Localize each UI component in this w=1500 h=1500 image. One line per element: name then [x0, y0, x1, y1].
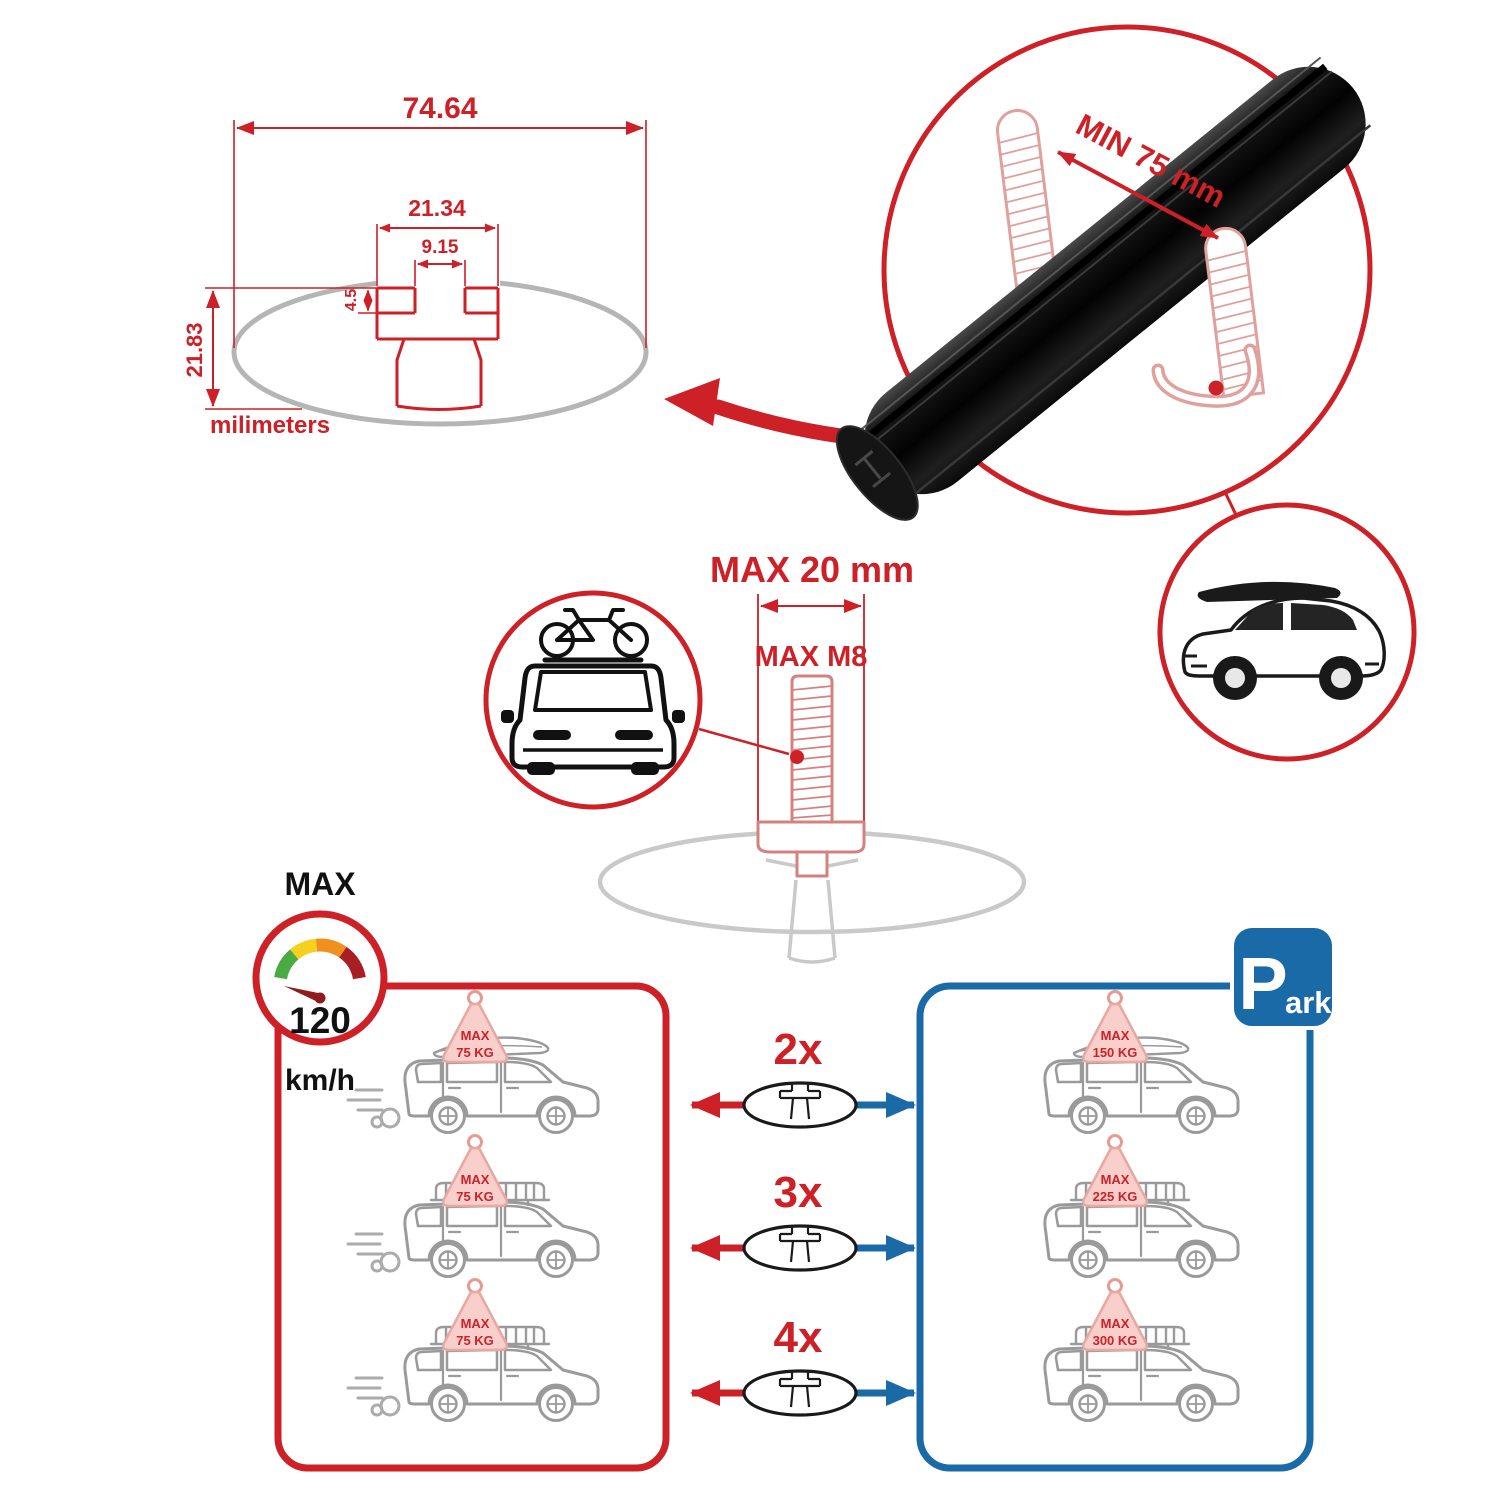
highway-cars: MAX 75 KG MAX 75 KG MAX 75 KG	[346, 990, 600, 1422]
overall-width-value: 74.64	[402, 92, 477, 125]
clamp-rod-left	[996, 109, 1060, 306]
suv-front-details	[1185, 654, 1379, 668]
load-tag: MAX 225 KG	[1081, 1134, 1149, 1208]
bar-oval-outline	[231, 277, 649, 427]
clamp-anchor-dot	[1208, 380, 1224, 396]
bike	[539, 608, 649, 658]
suv-hub-rear	[1331, 668, 1351, 688]
gauge-value: 120	[289, 1000, 351, 1041]
suv-windows	[1235, 603, 1357, 630]
slot-width-dimension: 9.15	[417, 237, 463, 269]
load-tag: MAX 150 KG	[1081, 990, 1149, 1064]
width-dimension: 74.64	[236, 92, 644, 135]
profile-slot-ghost	[765, 858, 859, 964]
tag-weight-label: 75 KG	[456, 1189, 494, 1204]
frontcar-wheel-left	[527, 762, 555, 775]
clamp-strap-inner	[1155, 347, 1257, 405]
multiplier-label: 2x	[774, 1025, 823, 1074]
multiplier-label: 3x	[774, 1168, 823, 1217]
extension-lines	[205, 120, 647, 410]
tag-weight-label: 150 KG	[1093, 1045, 1138, 1060]
crossbar-section-icon	[742, 1224, 858, 1272]
gauge-circle	[252, 910, 388, 1046]
tbolt-diagram: MAX 20 mm MAX M8	[597, 549, 1027, 964]
tag-weight-label: 75 KG	[456, 1045, 494, 1060]
crossbar-section-icon	[742, 1369, 858, 1417]
tag-max-label: MAX	[1101, 1172, 1130, 1187]
park-sign-plate	[1230, 924, 1336, 1030]
lip-depth-dimension: 4.5	[343, 289, 373, 312]
speed-gauge: MAX 120 km/h	[252, 866, 388, 1097]
t-slot-profile	[375, 286, 500, 411]
load-tag: MAX 75 KG	[441, 1278, 509, 1352]
mirror-right	[672, 710, 685, 723]
car-front-with-bike	[501, 608, 685, 775]
tbolt-shaft	[790, 674, 834, 824]
tag-max-label: MAX	[461, 1028, 490, 1043]
bike-car-circle	[483, 590, 703, 810]
bolt-leader-line	[698, 727, 790, 756]
suv-hub-front	[1225, 668, 1245, 688]
load-tag: MAX 75 KG	[441, 990, 509, 1064]
gauge-arcs	[274, 938, 366, 980]
circle-connector-line	[1223, 491, 1239, 518]
kit-row-2: 3x	[690, 1168, 916, 1272]
tag-max-label: MAX	[461, 1316, 490, 1331]
tag-max-label: MAX	[461, 1172, 490, 1187]
units-label: milimeters	[210, 412, 330, 439]
bolt-extension-lines	[757, 594, 865, 838]
tag-weight-label: 225 KG	[1093, 1189, 1138, 1204]
mirror-left	[501, 710, 514, 723]
parked-cars: MAX 150 KG MAX 225 KG MAX 300 KG	[1043, 990, 1240, 1422]
tag-max-label: MAX	[1101, 1316, 1130, 1331]
min-span-arrow	[1057, 150, 1219, 240]
overall-height-value: 21.83	[182, 322, 207, 377]
bike-wheel-right	[613, 622, 649, 658]
roofbox-car-circle	[1157, 502, 1417, 762]
bolt-anchor-dot	[790, 750, 804, 764]
gauge-needle-hub	[314, 992, 326, 1004]
channel-width-dimension: 21.34	[379, 195, 496, 233]
bike-frame	[555, 608, 633, 642]
tbolt-threads	[791, 685, 833, 819]
cross-section-drawing: 74.64 21.34 9.15 4.5 21.83 milimeters	[182, 92, 649, 439]
max-width-label: MAX 20 mm	[710, 549, 914, 590]
tbolt	[756, 674, 866, 878]
suv-roofbox-car	[1181, 581, 1386, 700]
channel-width-value: 21.34	[408, 195, 466, 221]
park-sign-suffix: ark	[1285, 985, 1332, 1020]
kit-row-1: 2x	[690, 1025, 916, 1129]
frontcar-wheel-right	[631, 762, 659, 775]
park-sign-letter: P	[1238, 942, 1287, 1025]
tbolt-flange	[756, 820, 866, 854]
kit-row-3: 4x	[690, 1313, 916, 1417]
tbolt-neck	[795, 850, 829, 878]
park-sign: P ark	[1230, 924, 1336, 1030]
tag-weight-label: 75 KG	[456, 1333, 494, 1348]
tag-weight-label: 300 KG	[1093, 1333, 1138, 1348]
crossbar-section-icon	[742, 1081, 858, 1129]
headlight-left	[533, 730, 571, 740]
gauge-max-label: MAX	[284, 866, 356, 902]
slot-width-value: 9.15	[422, 237, 459, 258]
max-thread-label: MAX M8	[755, 641, 868, 673]
gauge-unit: km/h	[285, 1064, 355, 1097]
load-tag: MAX 300 KG	[1081, 1278, 1149, 1352]
height-dimension: 21.83	[182, 290, 220, 407]
bar-detail-circle: MIN 75 mm	[835, 24, 1373, 521]
gauge-needle	[284, 986, 323, 1002]
frontcar-windshield	[533, 670, 653, 712]
headlight-right	[615, 730, 653, 740]
crossbar-3d	[835, 56, 1372, 521]
multiplier-label: 4x	[774, 1313, 823, 1362]
lip-depth-value: 4.5	[343, 289, 360, 311]
tag-max-label: MAX	[1101, 1028, 1130, 1043]
load-tag: MAX 75 KG	[441, 1134, 509, 1208]
